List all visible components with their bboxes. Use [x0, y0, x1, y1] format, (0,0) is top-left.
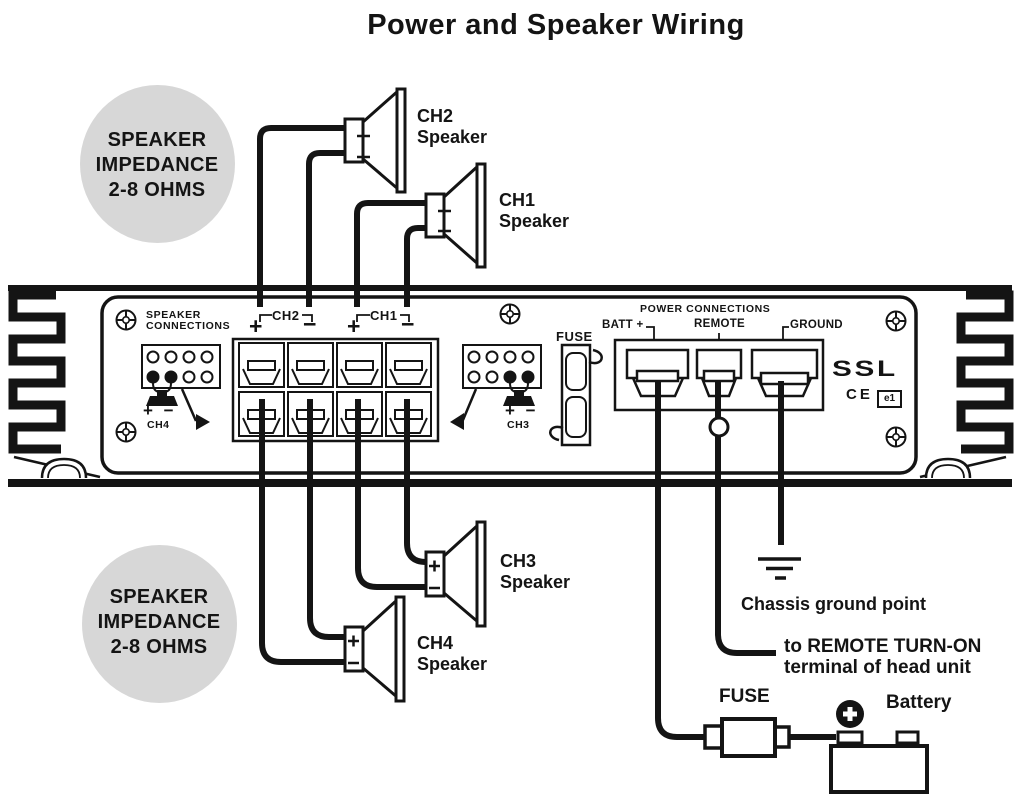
wire-grommet: [708, 416, 730, 438]
heatsink-right: [956, 290, 1014, 454]
speaker-connections-label: SPEAKER CONNECTIONS: [146, 309, 231, 332]
speaker-wires: [257, 125, 427, 665]
ch3-minus-wire: [355, 399, 426, 590]
ch1-plus-mark: +: [347, 313, 361, 339]
batt-wire: [655, 381, 705, 740]
impedance-note-bottom: SPEAKER IMPEDANCE 2-8 OHMS: [97, 586, 221, 658]
ch2-terminal-label: CH2: [272, 308, 300, 323]
impedance-note-top: SPEAKER IMPEDANCE 2-8 OHMS: [95, 129, 219, 201]
screw-icon: [499, 303, 521, 325]
ch4-wiring-key: [141, 344, 221, 430]
brand-logo: SSL: [832, 356, 898, 381]
ch1-terminal-label: CH1: [370, 308, 398, 323]
ground-terminal: [750, 348, 819, 398]
screw-icon: [885, 310, 907, 332]
ch4-minus-wire: [259, 399, 345, 665]
ch1-minus-wire: [404, 225, 426, 307]
ch4-plus-wire: [307, 399, 345, 640]
ch3-key-label: CH3: [507, 419, 530, 431]
remote-wire: [715, 381, 776, 656]
impedance-callout-bottom: [82, 545, 237, 703]
power-wires: [655, 381, 836, 740]
fuse-holder: [549, 343, 603, 447]
impedance-callout-top: [80, 85, 235, 243]
ch2-minus-mark: −: [303, 311, 317, 337]
arrow-head-icon: [196, 414, 210, 430]
ground-symbol-icon: [758, 557, 801, 580]
page-title: Power and Speaker Wiring: [367, 9, 745, 41]
batt-terminal: [625, 348, 690, 398]
heatsink-left: [8, 290, 66, 454]
ch3-wiring-key: [450, 344, 542, 430]
ch4-key-label: CH4: [147, 419, 170, 431]
ch3-arrow: [461, 388, 478, 421]
ce-mark: CE: [846, 386, 873, 403]
power-connections-label: POWER CONNECTIONS: [640, 303, 771, 315]
label-brackets: [259, 314, 789, 339]
ch3-polarity-mark: + −: [505, 401, 539, 420]
arrow-head-icon: [450, 413, 464, 430]
battery-label: Battery: [886, 692, 952, 713]
ch1-minus-mark: −: [401, 311, 415, 337]
ch1-speaker: [424, 162, 487, 269]
ch1-plus-wire: [354, 200, 426, 307]
screw-icon: [885, 426, 907, 448]
batt-label: BATT +: [602, 319, 644, 331]
remote-turn-on-note: to REMOTE TURN-ON terminal of head unit: [784, 636, 982, 678]
ch2-plus-mark: +: [249, 313, 263, 339]
ch4-polarity-mark: + −: [143, 401, 177, 420]
speaker-icon: [146, 390, 178, 406]
screw-icon: [115, 421, 137, 443]
ch4-speaker: [343, 595, 406, 703]
ch3-plus-wire: [404, 399, 427, 565]
chassis-ground-label: Chassis ground point: [741, 594, 927, 614]
ch2-plus-wire: [257, 125, 345, 307]
speaker-terminal-block: [231, 337, 440, 443]
ground-label: GROUND: [790, 319, 843, 331]
ch2-speaker: [343, 87, 407, 194]
inline-fuse-label: FUSE: [719, 686, 770, 707]
panel-fuse-label: FUSE: [556, 329, 593, 344]
e1-mark: e1: [877, 390, 902, 408]
inline-fuse: [703, 717, 791, 758]
remote-label: REMOTE: [694, 318, 745, 330]
battery: [829, 700, 929, 794]
speaker-icon: [503, 390, 535, 406]
screw-icon: [115, 309, 137, 331]
ch4-arrow: [180, 388, 198, 422]
ch3-speaker: [424, 520, 487, 628]
ch2-minus-wire: [306, 150, 345, 307]
